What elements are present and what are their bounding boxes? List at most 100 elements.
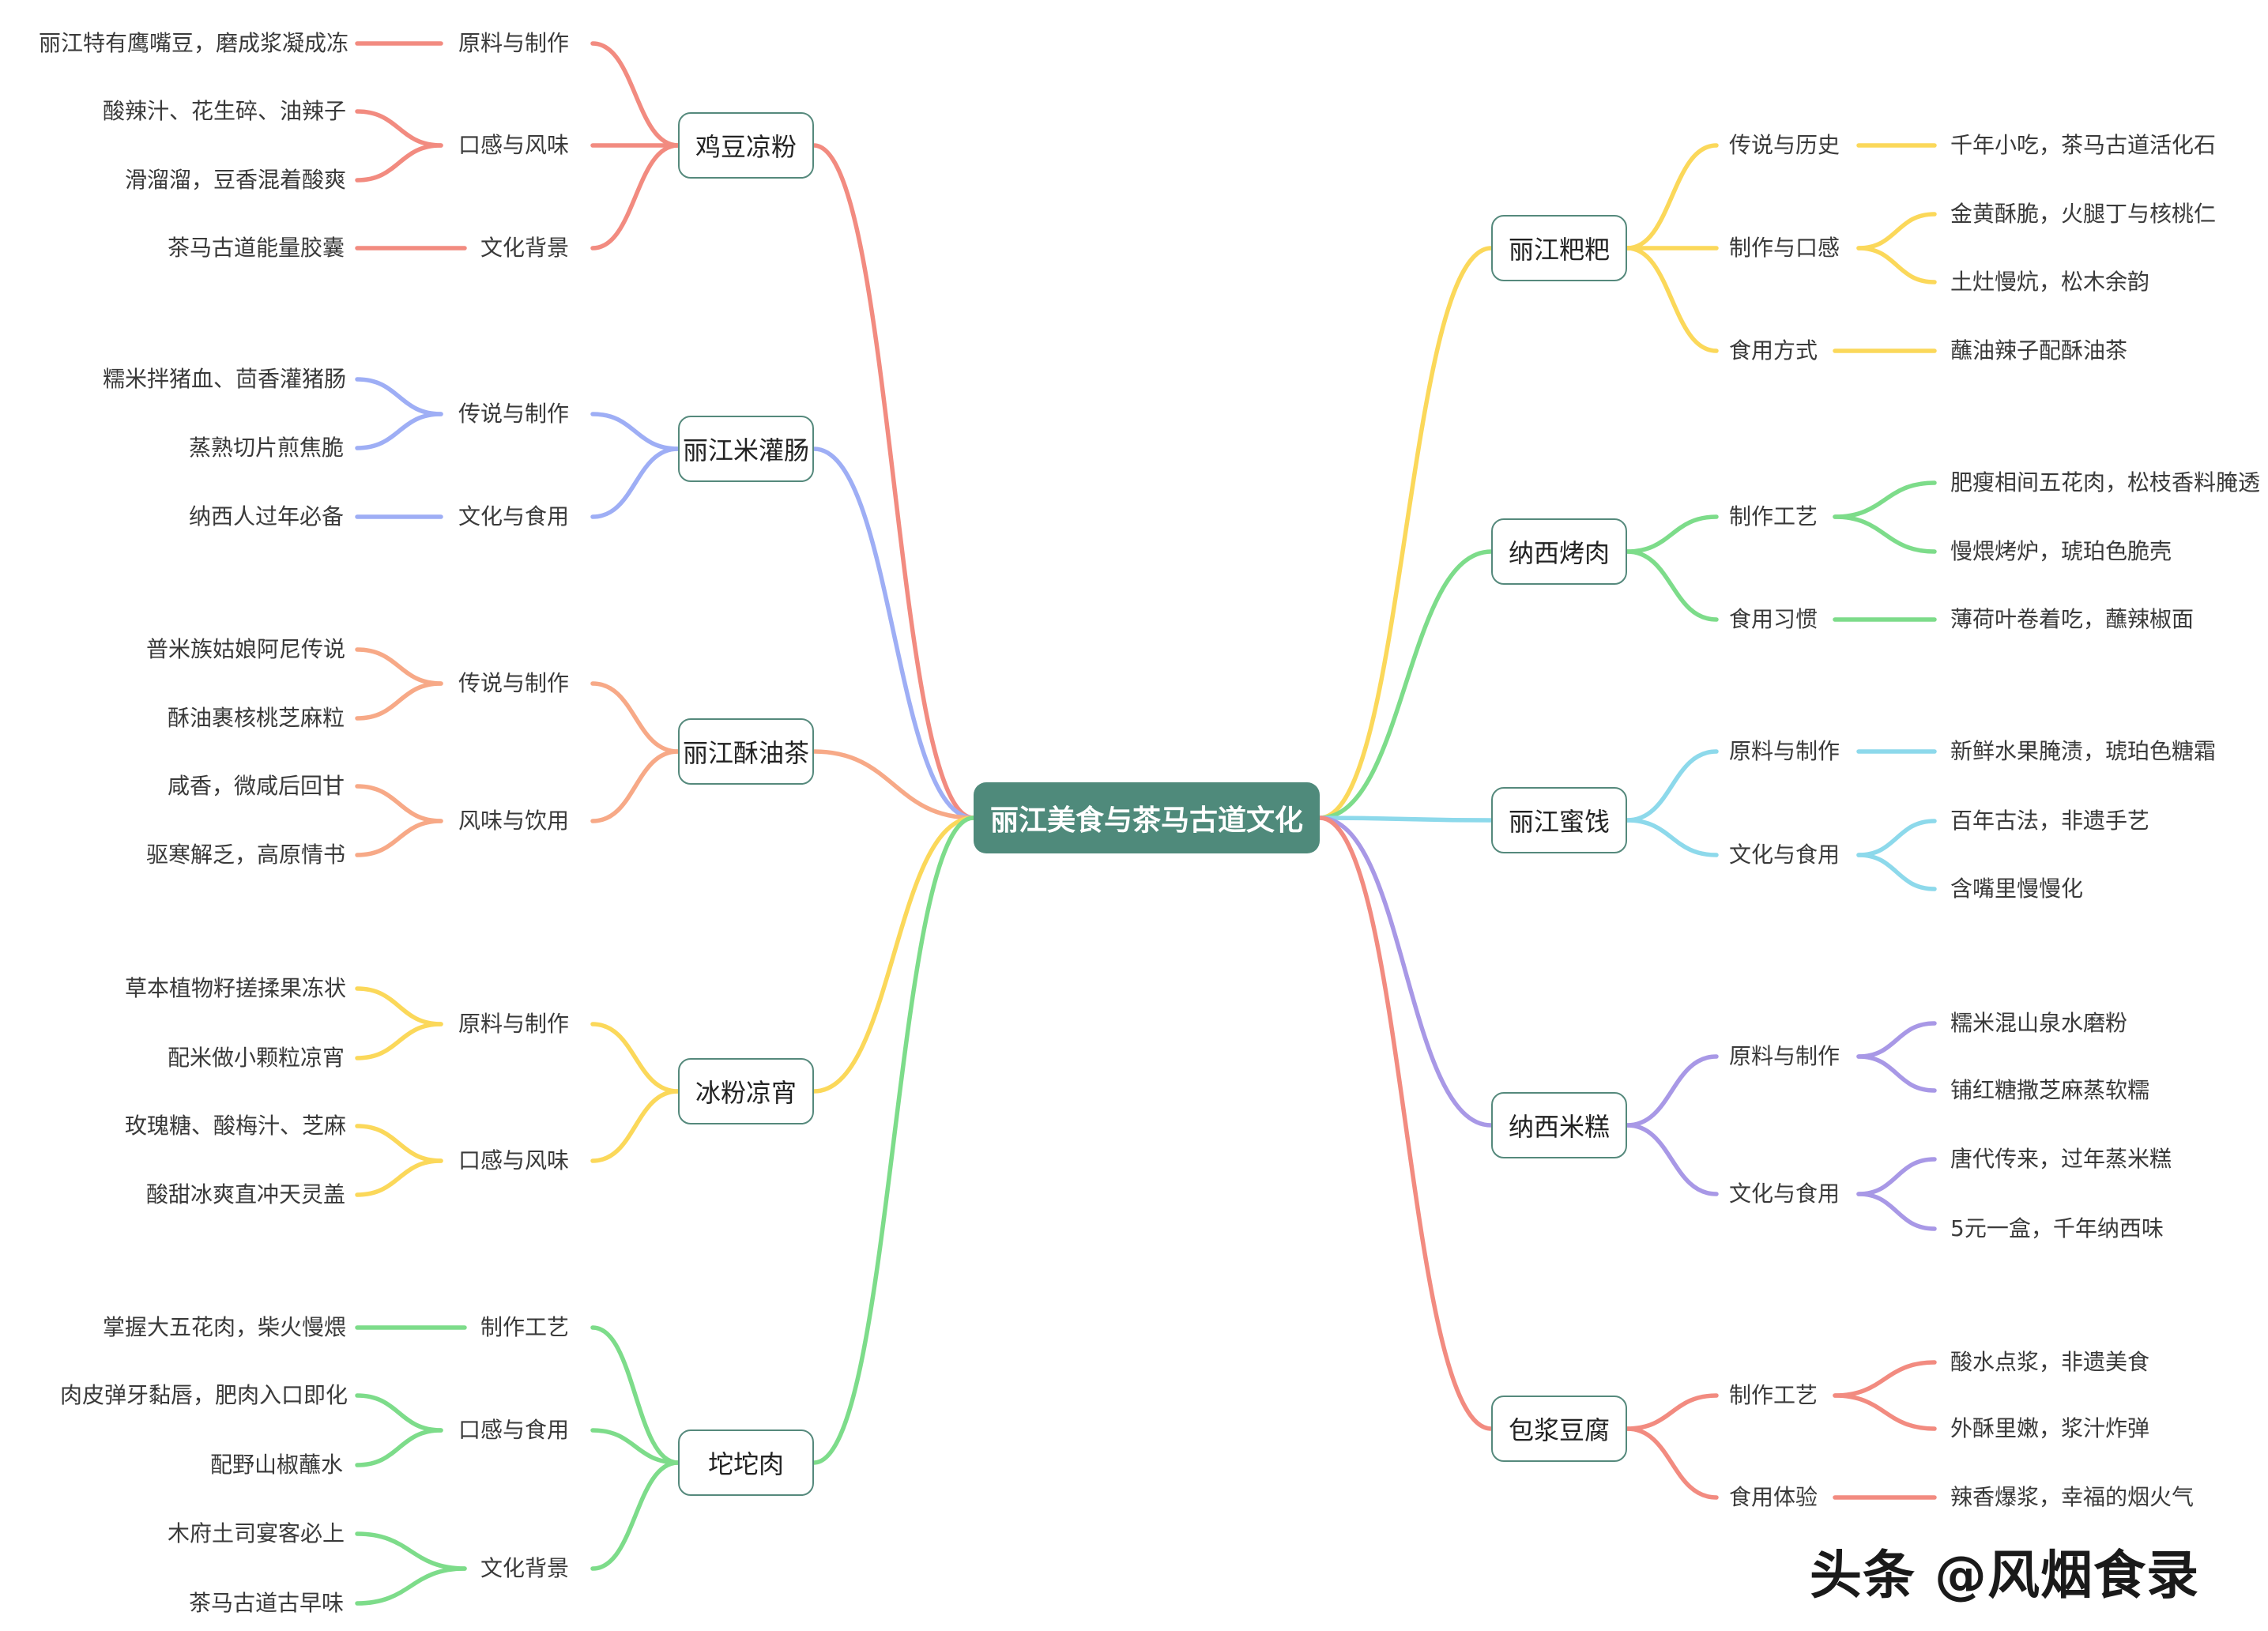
sub-connector (590, 1325, 680, 1465)
leaf-connector (355, 412, 443, 450)
leaf-connector (355, 1158, 443, 1197)
leaf-label: 玫瑰糖、酸梅汁、芝麻 (125, 1113, 347, 1139)
leaf-label: 新鲜水果腌渍，琥珀色糖霜 (1950, 738, 2217, 764)
sub-connector (1625, 749, 1719, 823)
leaf-label: 糯米混山泉水磨粉 (1950, 1010, 2128, 1036)
branch-node[interactable]: 坨坨肉 (678, 1429, 814, 1496)
sub-topic-label: 文化背景 (480, 235, 569, 261)
leaf-connector (1833, 1360, 1937, 1398)
branch-node[interactable]: 丽江酥油茶 (678, 718, 814, 785)
sub-topic-label: 原料与制作 (458, 1011, 569, 1037)
leaf-label: 茶马古道古早味 (189, 1590, 345, 1616)
branch-node[interactable]: 丽江米灌肠 (678, 416, 814, 482)
sub-topic-label: 风味与饮用 (458, 808, 569, 834)
branch-connector (812, 816, 976, 1465)
branch-connector (812, 749, 976, 820)
leaf-label: 咸香，微咸后回甘 (168, 773, 345, 799)
sub-topic-label: 文化与食用 (458, 503, 569, 529)
leaf-label: 外酥里嫩，浆汁炸弹 (1950, 1415, 2150, 1441)
leaf-connector (1856, 1054, 1937, 1093)
leaf-label: 草本植物籽搓揉果冻状 (125, 975, 347, 1001)
leaf-label: 纳西人过年必备 (189, 503, 345, 529)
leaf-connector (355, 1566, 467, 1606)
leaf-label: 蒸熟切片煎焦脆 (189, 435, 345, 461)
leaf-connector (1856, 853, 1937, 891)
leaf-label: 薄荷叶卷着吃，蘸辣椒面 (1950, 606, 2195, 632)
leaf-label: 掌握大五花肉，柴火慢煨 (103, 1314, 347, 1340)
leaf-connector (355, 1393, 443, 1433)
sub-topic-label: 传说与制作 (458, 401, 569, 427)
branch-connector (1317, 816, 1494, 823)
sub-topic-label: 文化背景 (480, 1555, 569, 1581)
leaf-label: 千年小吃，茶马古道活化石 (1950, 132, 2217, 158)
leaf-connector (1833, 480, 1937, 519)
branch-node[interactable]: 丽江蜜饯 (1491, 787, 1627, 853)
leaf-connector (355, 1428, 443, 1467)
central-topic[interactable]: 丽江美食与茶马古道文化 (974, 782, 1320, 853)
leaf-connector (1856, 1021, 1937, 1059)
sub-connector (1625, 818, 1719, 857)
sub-connector (590, 1428, 680, 1465)
leaf-connector (355, 819, 443, 857)
sub-connector (590, 1089, 680, 1163)
branch-connector (812, 816, 976, 1094)
leaf-connector (355, 681, 443, 721)
sub-topic-label: 制作工艺 (1729, 503, 1818, 529)
sub-topic-label: 文化与食用 (1729, 1181, 1840, 1207)
leaf-label: 5元一盒，千年纳西味 (1950, 1215, 2164, 1241)
leaf-label: 酸水点浆，非遗美食 (1950, 1349, 2150, 1375)
branch-connector (1317, 246, 1494, 820)
leaf-connector (1856, 819, 1937, 857)
leaf-label: 酥油裹核桃芝麻粒 (168, 705, 345, 731)
sub-connector (590, 1022, 680, 1094)
leaf-label: 肉皮弹牙黏唇，肥肉入口即化 (60, 1382, 348, 1408)
sub-topic-label: 食用方式 (1729, 337, 1818, 363)
leaf-connector (355, 377, 443, 416)
leaf-label: 酸甜冰爽直冲天灵盖 (146, 1181, 346, 1207)
leaf-connector (1833, 514, 1937, 554)
leaf-label: 唐代传来，过年蒸米糕 (1950, 1146, 2172, 1172)
branch-connector (812, 143, 976, 820)
leaf-label: 木府土司宴客必上 (168, 1520, 345, 1546)
leaf-label: 普米族姑娘阿尼传说 (146, 636, 346, 662)
sub-connector (1625, 1054, 1719, 1128)
sub-topic-label: 食用体验 (1729, 1484, 1818, 1510)
branch-node[interactable]: 包浆豆腐 (1491, 1396, 1627, 1462)
leaf-connector (1856, 246, 1937, 284)
branch-node[interactable]: 纳西米糕 (1491, 1092, 1627, 1158)
sub-topic-label: 口感与食用 (458, 1417, 569, 1443)
sub-connector (590, 41, 680, 148)
branch-node[interactable]: 纳西烤肉 (1491, 518, 1627, 585)
sub-connector (590, 446, 680, 519)
sub-topic-label: 传说与历史 (1729, 132, 1840, 158)
sub-connector (590, 749, 680, 823)
branch-connector (812, 446, 976, 820)
leaf-connector (355, 109, 443, 148)
sub-topic-label: 原料与制作 (458, 30, 569, 56)
branch-node[interactable]: 冰粉凉宵 (678, 1058, 814, 1124)
leaf-connector (355, 1124, 443, 1163)
leaf-connector (355, 1022, 443, 1060)
sub-connector (1625, 549, 1719, 622)
leaf-connector (355, 143, 443, 183)
leaf-label: 蘸油辣子配酥油茶 (1950, 337, 2128, 363)
branch-node[interactable]: 丽江粑粑 (1491, 215, 1627, 281)
leaf-label: 茶马古道能量胶囊 (168, 235, 345, 261)
leaf-connector (355, 784, 443, 823)
leaf-label: 肥瘦相间五花肉，松枝香料腌透 (1950, 469, 2261, 495)
sub-topic-label: 制作工艺 (1729, 1382, 1818, 1408)
sub-connector (1625, 514, 1719, 554)
branch-node[interactable]: 鸡豆凉粉 (678, 112, 814, 179)
leaf-connector (1856, 1192, 1937, 1231)
sub-connector (590, 143, 680, 250)
leaf-label: 酸辣汁、花生碎、油辣子 (103, 98, 347, 124)
sub-connector (1625, 143, 1719, 250)
sub-topic-label: 口感与风味 (458, 1147, 569, 1173)
sub-connector (590, 412, 680, 451)
sub-topic-label: 原料与制作 (1729, 738, 1840, 764)
leaf-label: 金黄酥脆，火腿丁与核桃仁 (1950, 201, 2217, 227)
sub-connector (1625, 246, 1719, 353)
sub-topic-label: 制作工艺 (480, 1314, 569, 1340)
leaf-label: 配野山椒蘸水 (210, 1452, 344, 1478)
